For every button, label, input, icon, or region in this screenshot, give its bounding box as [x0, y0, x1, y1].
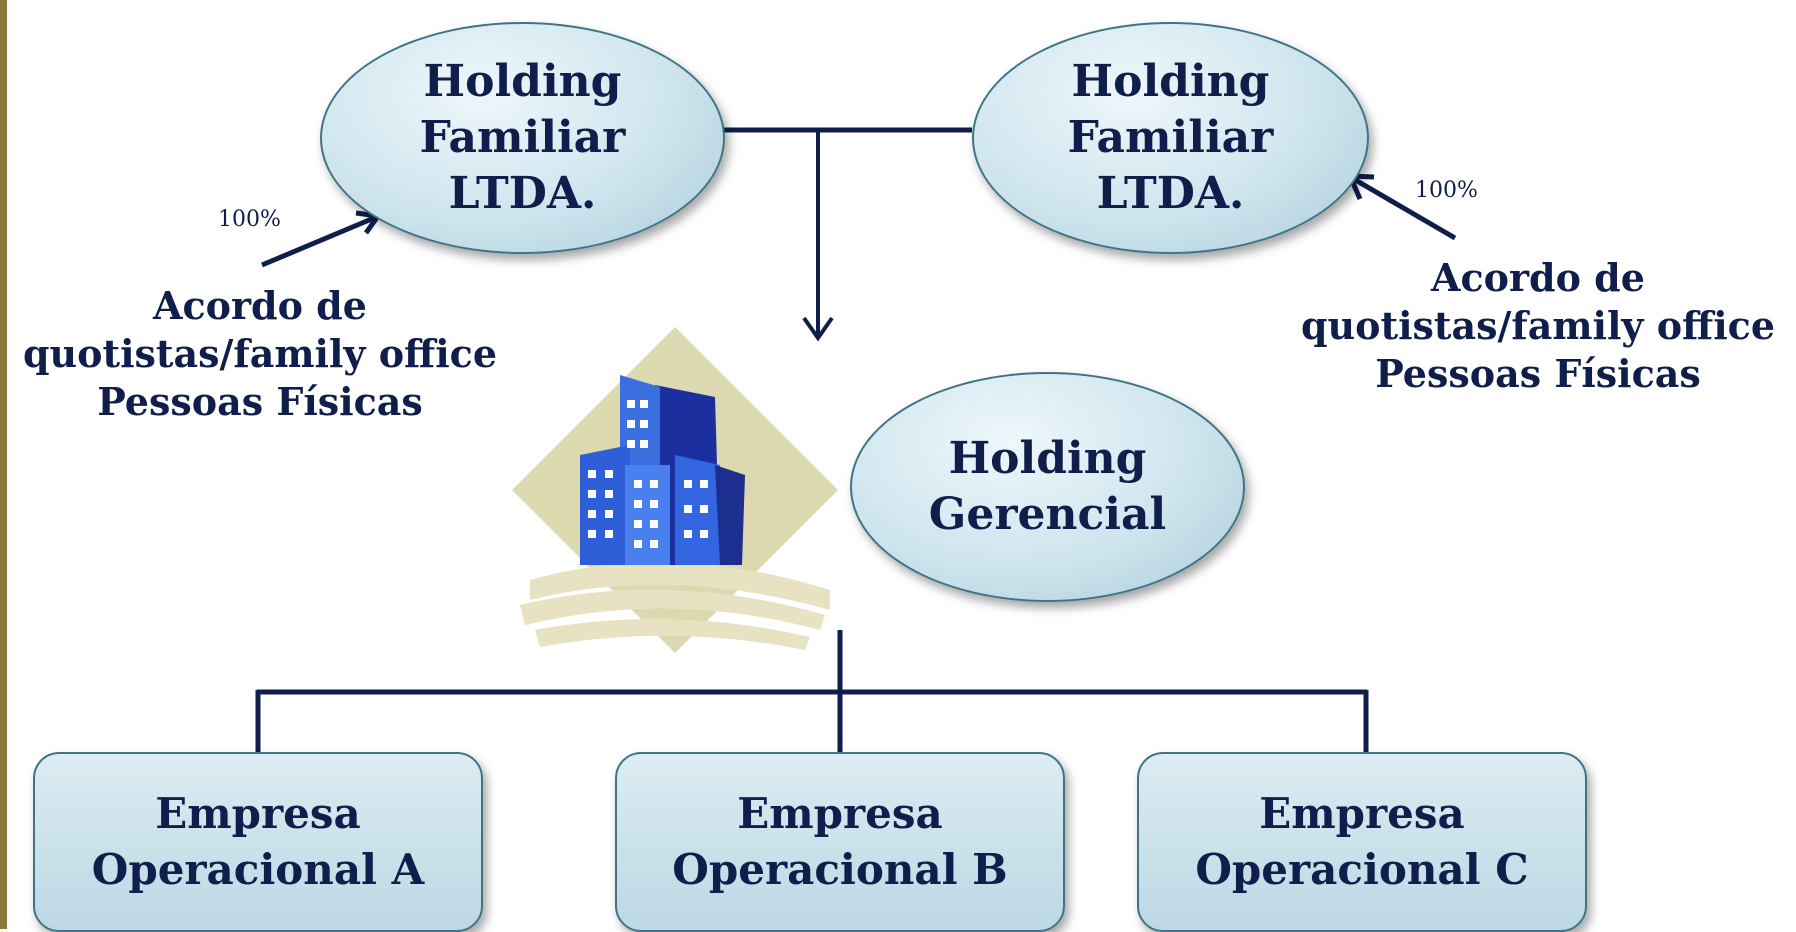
holding-familiar-left: Holding Familiar LTDA.: [320, 22, 725, 254]
left-shareholder-note: Acordo de quotistas/family office Pessoa…: [0, 282, 520, 426]
note-line: quotistas/family office: [1300, 303, 1776, 348]
company-line: Empresa: [155, 789, 361, 838]
building-icon: [512, 327, 838, 653]
note-line: Acordo de: [1431, 255, 1645, 300]
company-line: Operacional C: [1195, 845, 1529, 894]
right-percentage: 100%: [1415, 178, 1478, 203]
holding-gerencial: Holding Gerencial: [850, 372, 1245, 602]
company-line: Empresa: [737, 789, 943, 838]
company-line: Operacional A: [91, 845, 425, 894]
node-line: Holding: [948, 433, 1147, 484]
node-line: Holding: [1071, 56, 1270, 107]
right-pointer-arrow: [1350, 175, 1457, 241]
empresa-operacional-c: Empresa Operacional C: [1137, 752, 1587, 932]
node-line: Familiar: [1067, 112, 1274, 163]
node-line: LTDA.: [1096, 168, 1245, 219]
node-line: LTDA.: [448, 168, 597, 219]
empresa-operacional-a: Empresa Operacional A: [33, 752, 483, 932]
node-line: Holding: [423, 56, 622, 107]
company-line: Empresa: [1259, 789, 1465, 838]
note-line: quotistas/family office: [22, 331, 498, 376]
note-line: Pessoas Físicas: [1375, 351, 1701, 396]
left-percentage: 100%: [218, 207, 281, 232]
empresa-operacional-b: Empresa Operacional B: [615, 752, 1065, 932]
down-arrow-head: [802, 316, 834, 342]
right-shareholder-note: Acordo de quotistas/family office Pessoa…: [1280, 254, 1796, 398]
node-line: Familiar: [419, 112, 626, 163]
accent-bar: [0, 0, 7, 929]
note-line: Pessoas Físicas: [97, 379, 423, 424]
note-line: Acordo de: [153, 283, 367, 328]
holding-familiar-right: Holding Familiar LTDA.: [972, 22, 1369, 254]
node-line: Gerencial: [928, 489, 1167, 540]
company-line: Operacional B: [672, 845, 1008, 894]
left-pointer-arrow: [261, 215, 375, 268]
